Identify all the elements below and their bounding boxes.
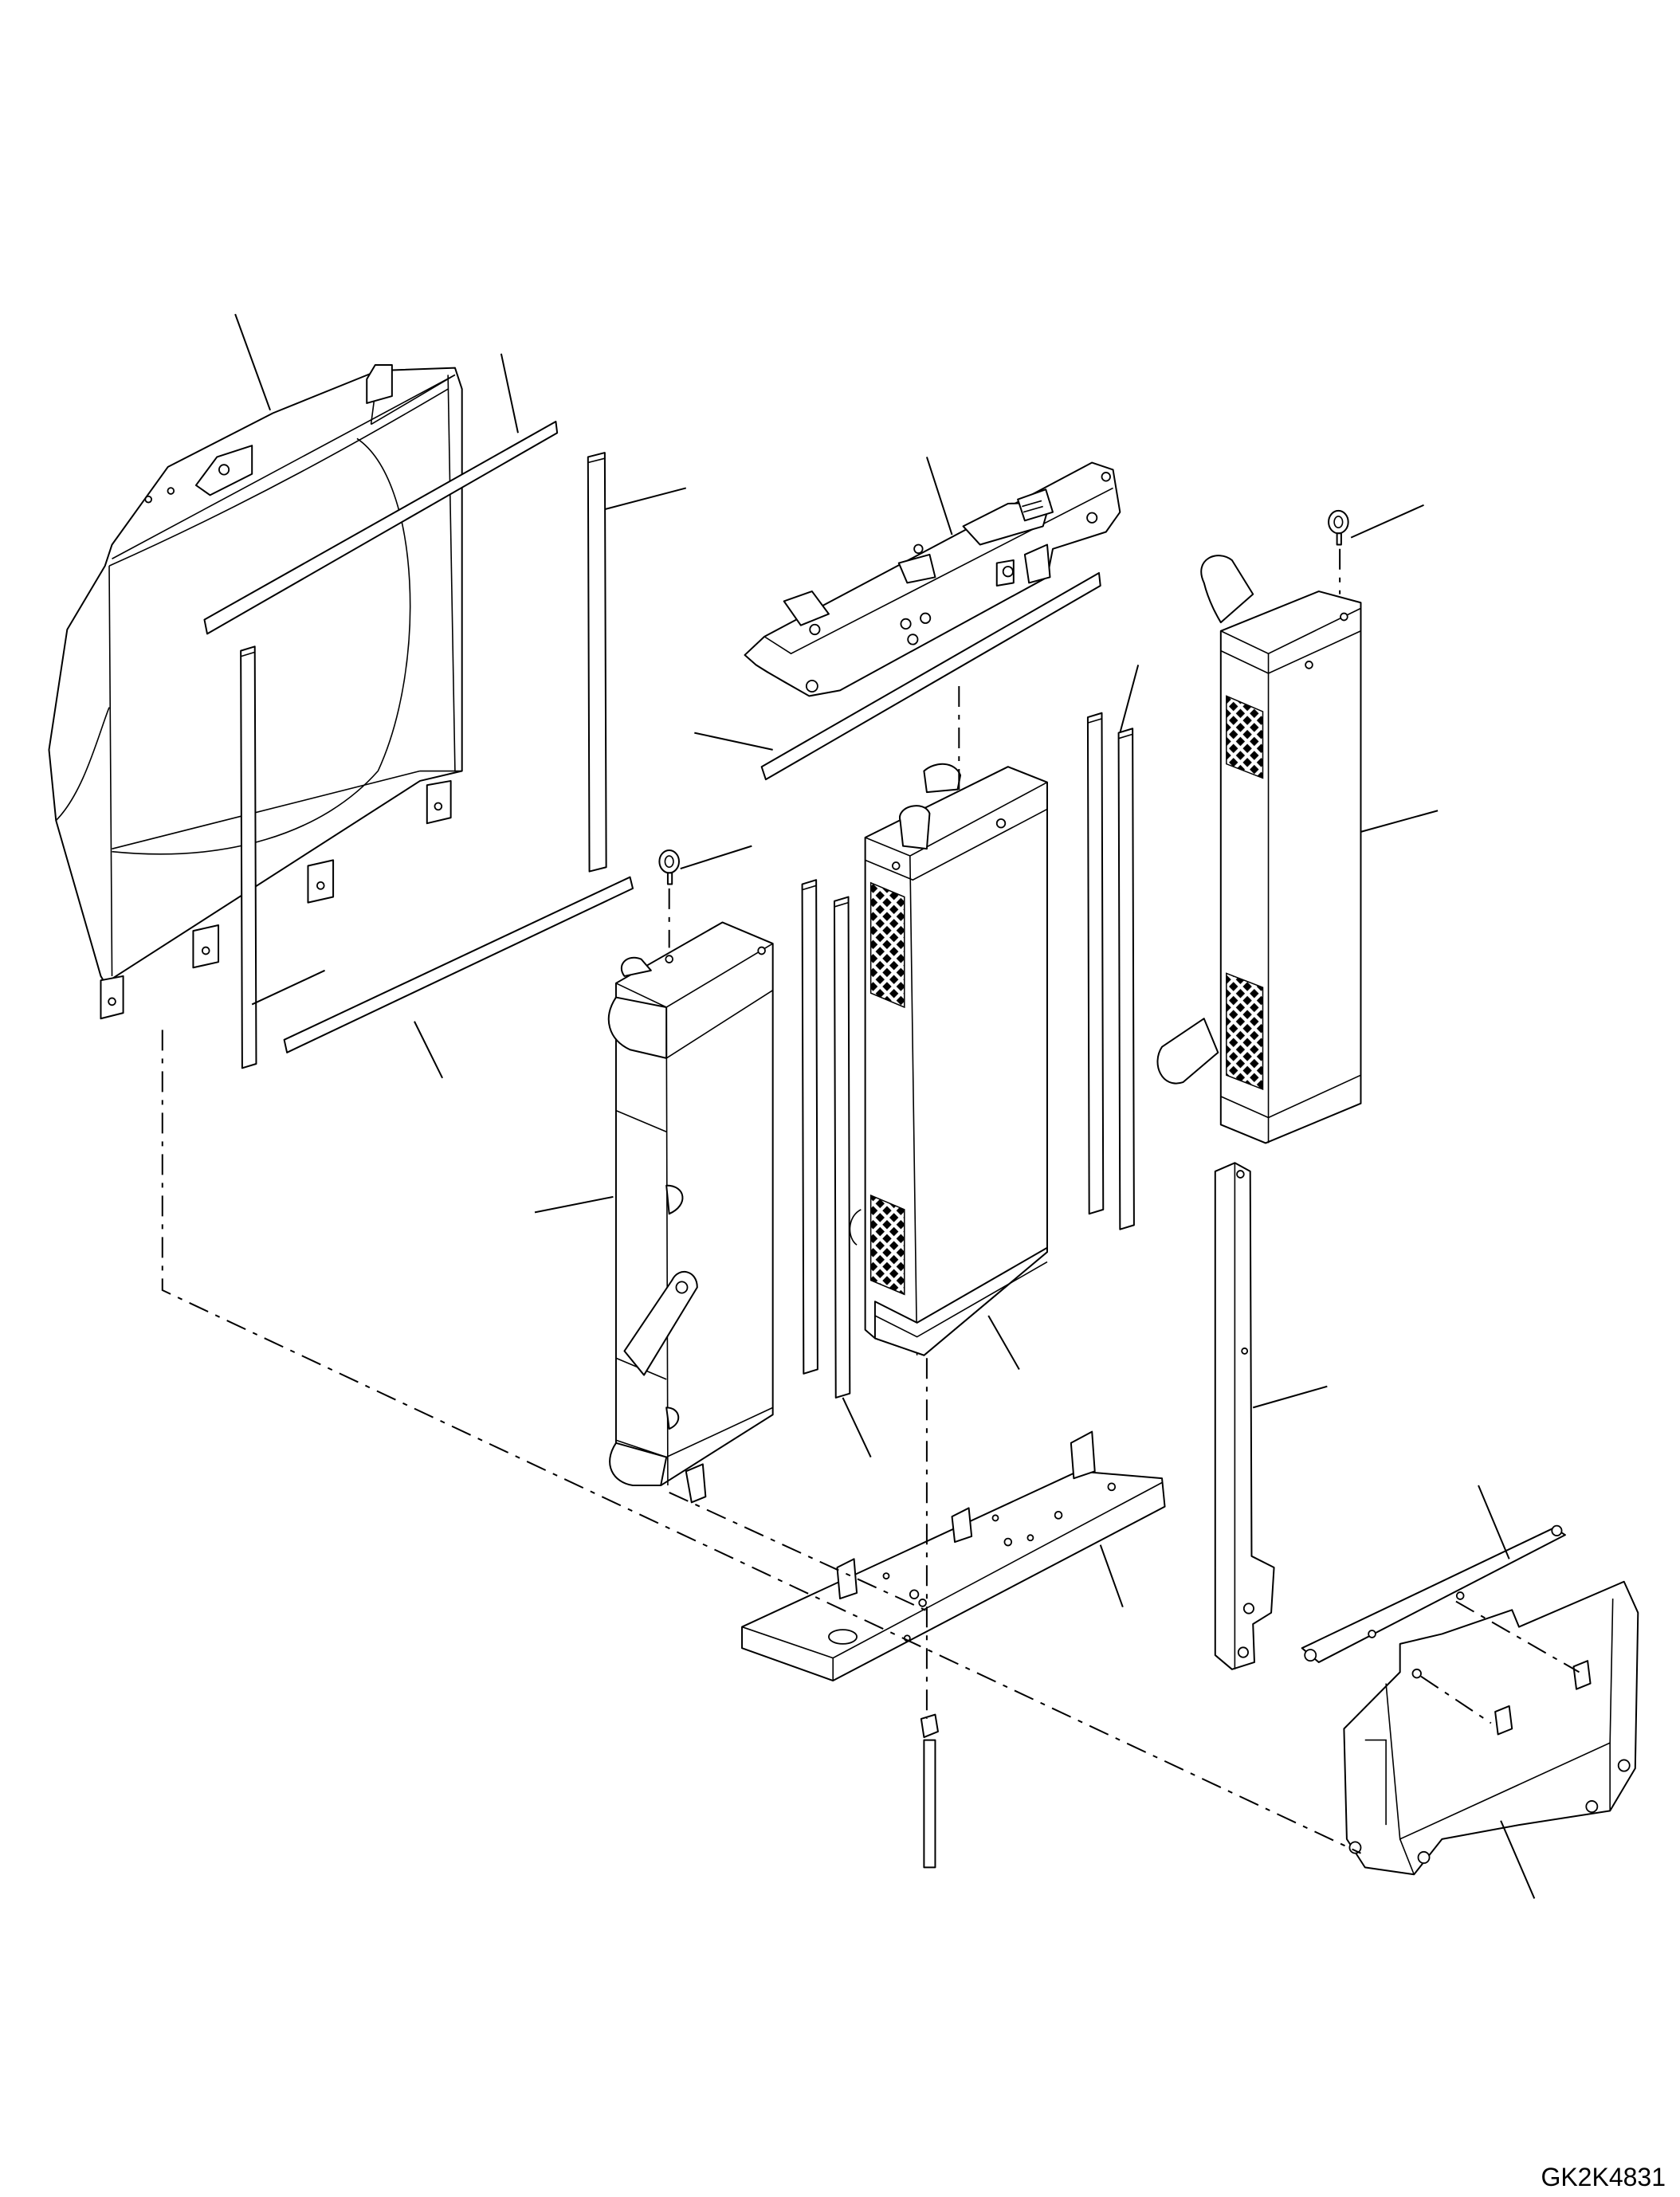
seal-strip-vertical-long [588,453,606,871]
bottom-bracket [742,1432,1165,1681]
seal-strip-center-right-a [1088,713,1103,1214]
assembly-alignment-lines [163,549,1580,1854]
left-cooler-core [609,922,773,1502]
lifting-eye-left [659,850,679,885]
seal-strip-vertical-left [241,646,256,1068]
mounting-pin [921,1715,938,1868]
lower-cross-bar [1302,1526,1565,1662]
seal-strip-bottom-diagonal [285,877,633,1053]
seal-strip-top-diagonal [204,422,557,634]
seal-strip-center-diagonal [762,573,1101,779]
callout-leader-lines [235,314,1534,1898]
upper-bracket [745,463,1121,696]
lifting-eye-right [1329,511,1348,545]
center-cooler-core [850,764,1047,1355]
seal-strip-center-left-a [803,880,818,1374]
seal-strip-center-left-b [834,897,850,1398]
lower-frame-panel [1344,1582,1638,1874]
seal-strip-center-right-b [1119,728,1134,1229]
right-cooler-core [1157,555,1360,1143]
drawing-code: GK2K4831 [1541,2163,1666,2191]
side-support-bar [1215,1163,1274,1669]
